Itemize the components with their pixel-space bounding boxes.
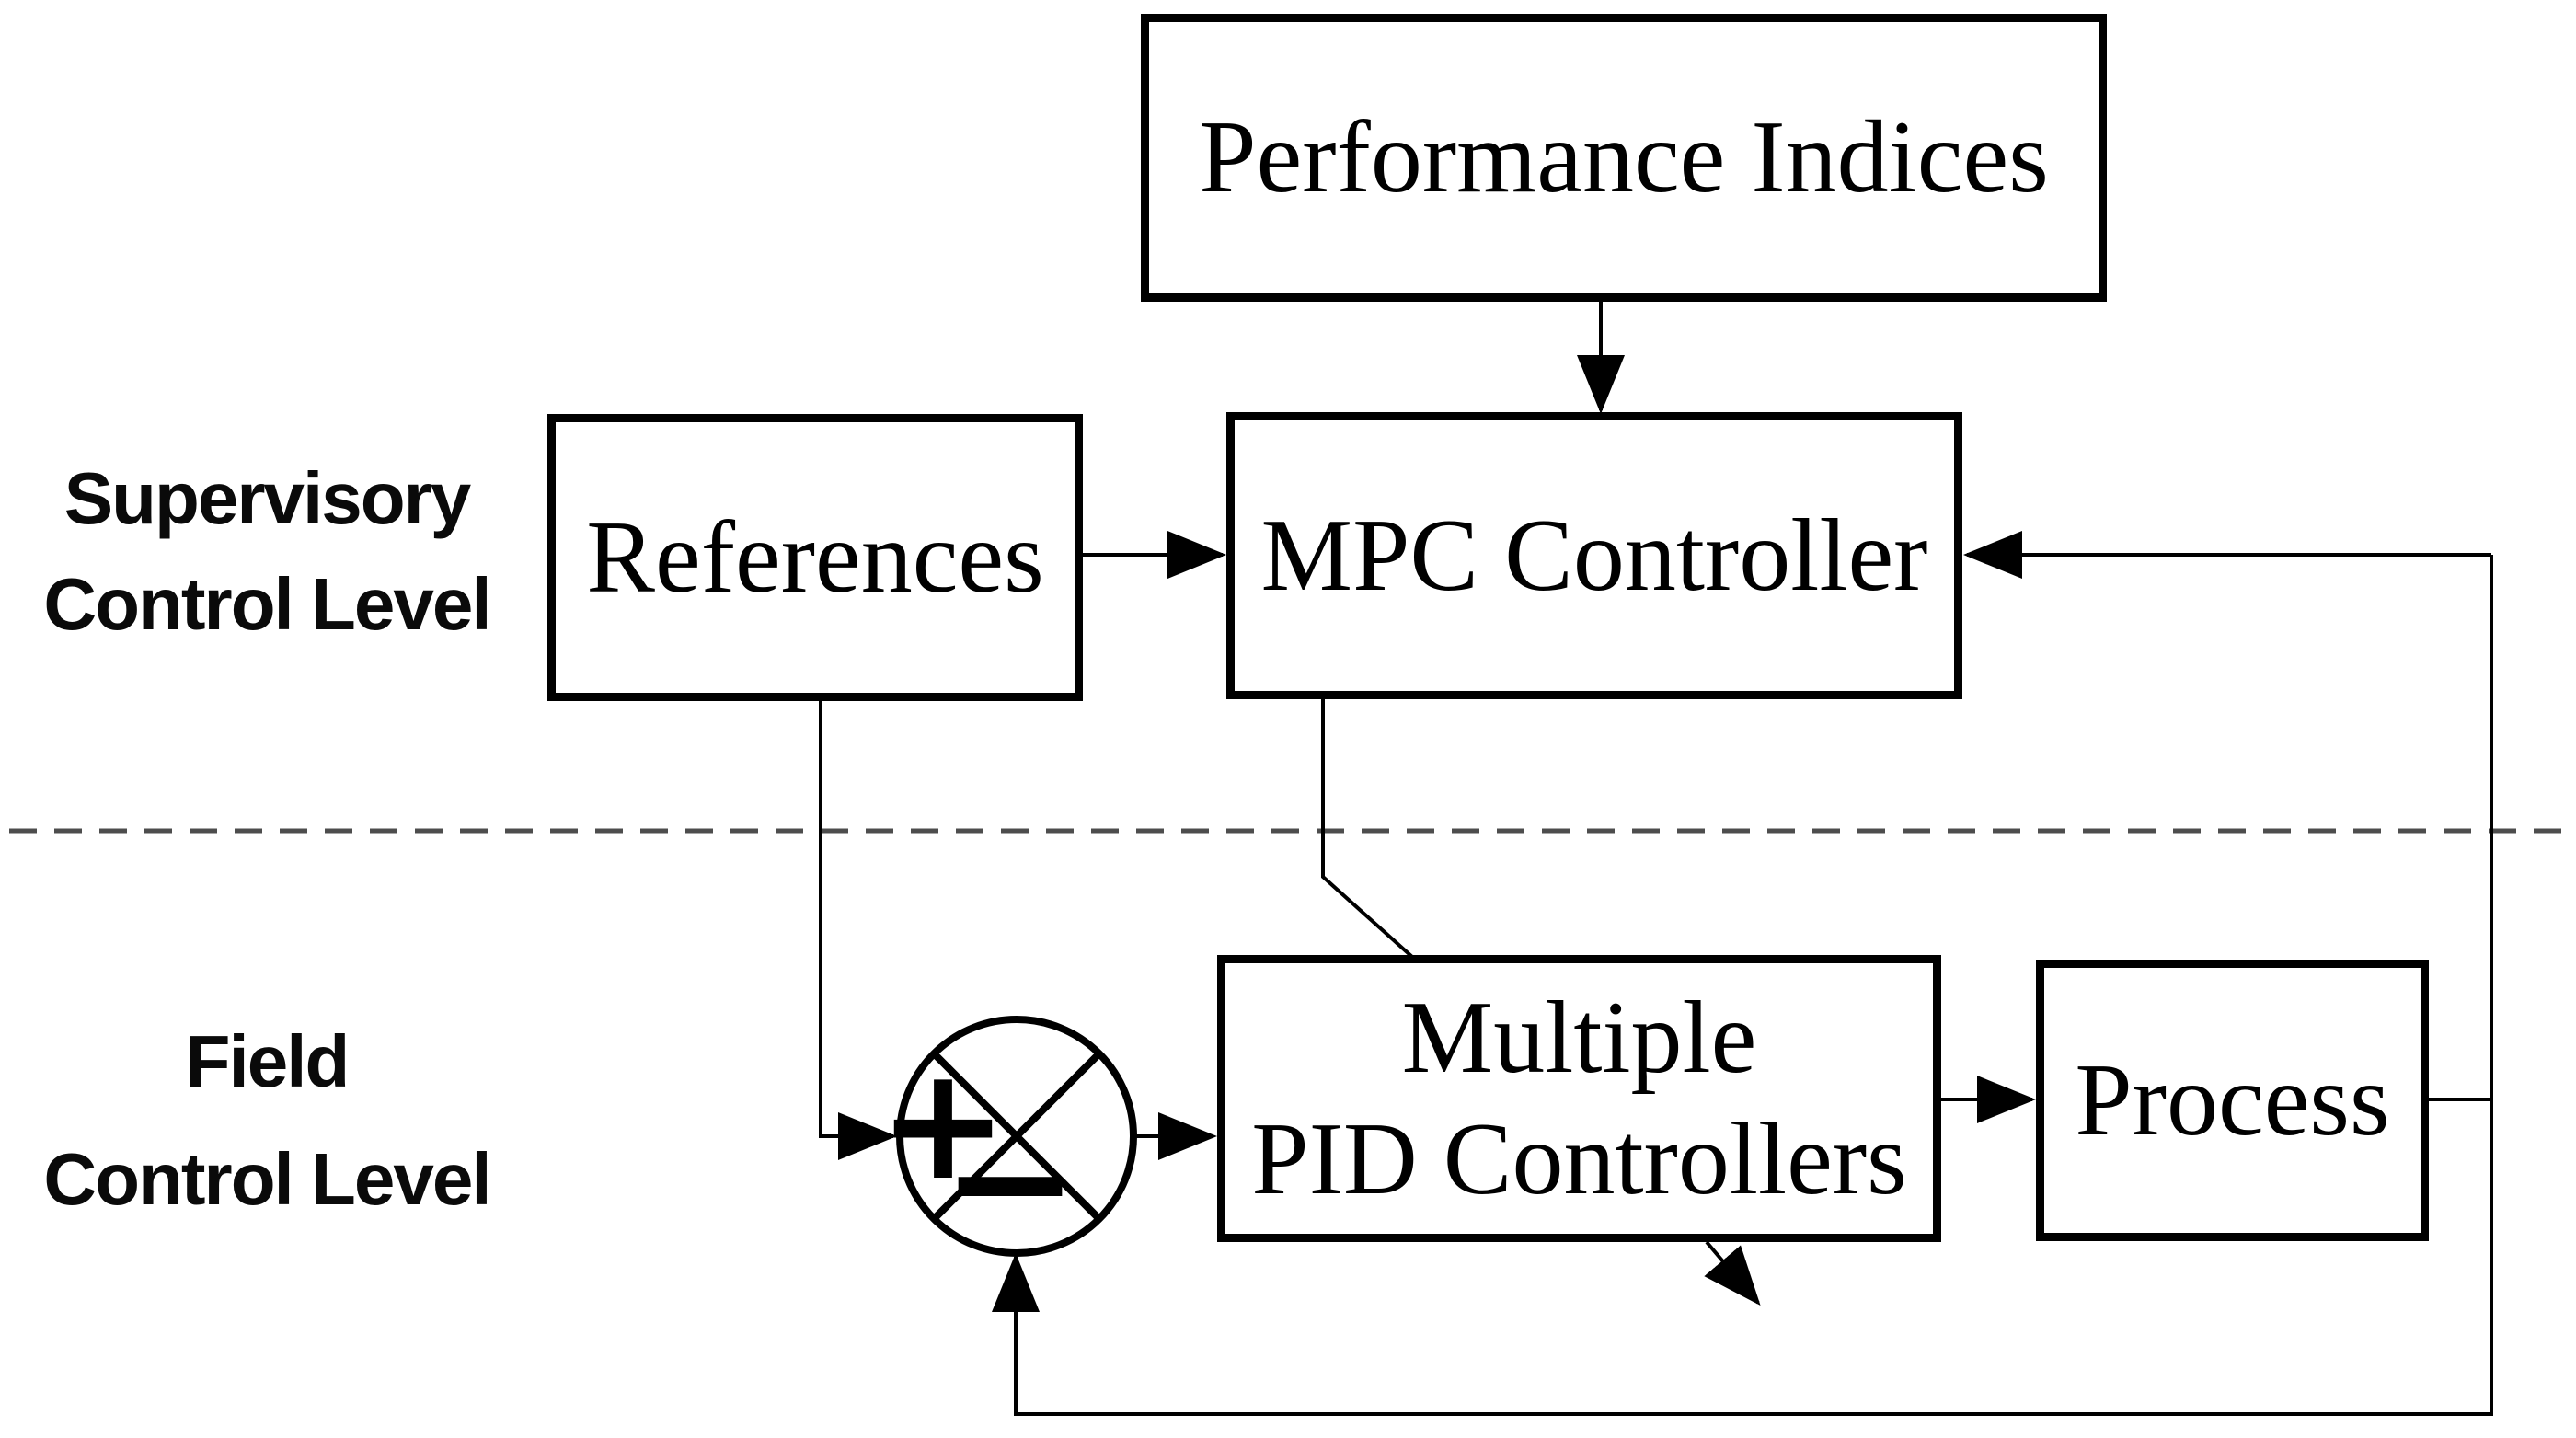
performance-indices-label: Performance Indices: [1199, 100, 2049, 215]
performance-indices-box: Performance Indices: [1141, 14, 2107, 302]
line-mpc-to-pid: [1321, 699, 1414, 959]
line-references-to-sum: [819, 701, 897, 1160]
minus-sign: −: [940, 1086, 1080, 1278]
process-box: Process: [2036, 960, 2429, 1241]
field-level-line2: Control Level: [43, 1138, 491, 1220]
arrow-pid-output-stub: [1704, 1240, 1761, 1306]
line-feedback-loop: [992, 555, 2493, 1416]
plus-sign: +: [877, 1033, 1009, 1215]
pid-label-line2: PID Controllers: [1251, 1102, 1907, 1216]
summing-junction-cross: [931, 1051, 1102, 1222]
pid-controllers-box: Multiple PID Controllers: [1217, 955, 1941, 1242]
mpc-controller-label: MPC Controller: [1260, 498, 1928, 613]
references-label: References: [586, 500, 1044, 615]
field-level-line1: Field: [185, 1020, 351, 1102]
supervisory-level-line1: Supervisory: [63, 457, 471, 539]
pid-controllers-label: Multiple PID Controllers: [1251, 977, 1906, 1220]
pid-label-line1: Multiple: [1401, 980, 1757, 1095]
supervisory-level-line2: Control Level: [43, 563, 491, 645]
references-box: References: [547, 414, 1083, 701]
mpc-controller-box: MPC Controller: [1226, 412, 1962, 699]
field-level-label: Field Control Level: [0, 1003, 534, 1238]
supervisory-level-label: Supervisory Control Level: [0, 445, 534, 657]
process-label: Process: [2075, 1042, 2390, 1157]
